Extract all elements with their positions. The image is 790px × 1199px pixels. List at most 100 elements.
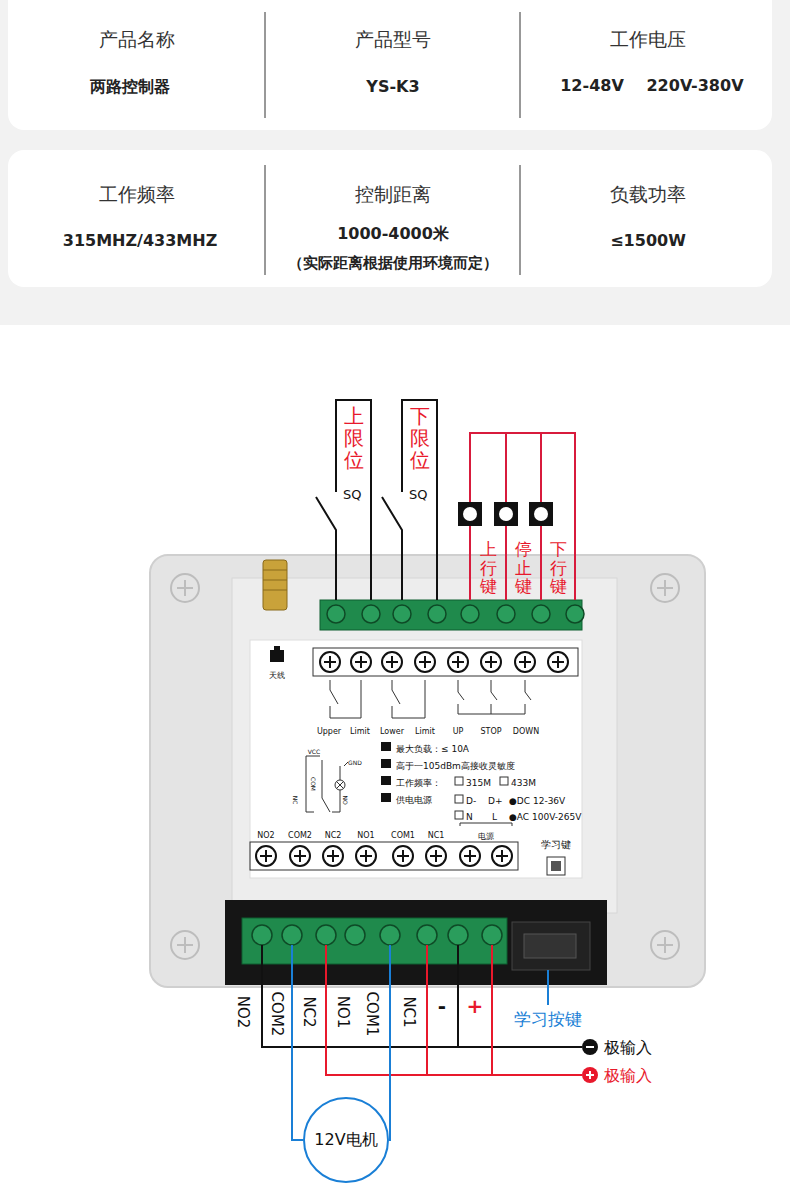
label-sheet-part (306, 756, 348, 812)
spec-note: 高于一105dBm高接收灵敏度 (396, 761, 515, 771)
label-sheet-part (260, 850, 508, 862)
pin-name: NC (291, 796, 298, 805)
bottom-terminal-block-part (524, 934, 576, 958)
pin-name: L (492, 812, 497, 822)
controller-housing-part (232, 578, 617, 913)
label-sheet (250, 640, 582, 878)
table-header-holder: 控制距离 (355, 184, 431, 206)
label-sheet-part (270, 646, 284, 662)
spec-note-holder: 315M (466, 772, 491, 790)
spec-panels-part (8, 150, 772, 287)
spec-note-holder: 工作频率： (396, 772, 441, 790)
table-cell: 两路控制器 (90, 78, 170, 96)
button-wires-part (470, 433, 575, 600)
label-sheet-part (313, 648, 578, 676)
top-terminal-block (320, 600, 584, 630)
button-label-holder: 学习按键 (514, 1010, 582, 1030)
motor-circle: 12V电机 (303, 1097, 389, 1183)
limit-label: 上限位 (344, 405, 364, 471)
spec-panels-part (265, 165, 266, 275)
pin-name-holder: NC (289, 796, 307, 805)
pin-name: D+ (488, 796, 502, 806)
label-sheet-part (250, 842, 518, 870)
label-sheet-part-part (381, 793, 391, 802)
controller-housing-part-part (664, 580, 666, 596)
antenna-label-holder: 天线 (269, 664, 285, 682)
top-terminal-block-part-part (461, 605, 479, 623)
antenna-connector-part (263, 560, 287, 610)
terminal-name-holder: NC2 (325, 824, 342, 842)
antenna-connector-part (263, 590, 287, 591)
spec-note-holder: 高于一105dBm高接收灵敏度 (396, 755, 515, 773)
label-sheet-part (455, 777, 508, 819)
table-cell-holder: 315MHZ/433MHZ (63, 232, 217, 250)
table-header: 产品型号 (355, 29, 431, 51)
polarity-sign-holder: + (467, 995, 484, 1018)
table-cell-holder: YS-K3 (366, 78, 419, 96)
spec-note-holder: ●AC 100V-265V (509, 806, 581, 824)
controller-housing-part-part (651, 574, 679, 602)
wire-label-holder: COM2 (268, 992, 286, 1037)
spec-note: 最大负载：≤ 10A (396, 744, 469, 754)
label-sheet-part (320, 652, 568, 672)
wire-label-holder: NO1 (334, 996, 352, 1029)
table-cell: 315MHZ/433MHZ (63, 232, 217, 250)
controller-housing-part-part (184, 937, 186, 953)
pin-name-holder: D+ (488, 790, 502, 808)
pin-name-holder: COM (307, 777, 325, 791)
table-cell-holder: 12-48V (560, 77, 624, 95)
bottom-terminal-block-part-part (380, 925, 400, 945)
button-label: 学习按键 (514, 1010, 582, 1030)
input-label: 极输入 (604, 1039, 652, 1057)
wire-label: NC2 (300, 996, 317, 1027)
terminal-name-holder: 电源 (478, 825, 494, 843)
terminal-name: STOP (480, 727, 501, 736)
terminal-name: COM2 (288, 831, 312, 840)
input-label: 极输入 (604, 1067, 652, 1085)
switch-name: SQ (343, 488, 361, 503)
top-terminal-block-part (327, 605, 584, 623)
pin-name: VCC (308, 749, 320, 756)
pin-name-holder: GND (348, 751, 362, 769)
antenna-connector-part (263, 570, 287, 571)
terminal-name: NO2 (257, 831, 274, 840)
table-cell: YS-K3 (366, 78, 419, 96)
top-terminal-block-part-part (362, 605, 380, 623)
button-label: 下行键 (550, 540, 567, 596)
terminal-name: NO1 (357, 831, 374, 840)
wire-label-holder: COM1 (363, 992, 381, 1037)
table-header: 工作电压 (610, 29, 686, 51)
wire-label: NO1 (334, 996, 351, 1029)
polarity-sign-holder: - (438, 995, 446, 1018)
limit-switch-wires-part (316, 497, 336, 600)
wire-label-holder: NO2 (234, 996, 252, 1029)
controller-housing-part-part (184, 580, 186, 596)
controller-housing-part-part (171, 574, 199, 602)
top-terminal-block-part-part (327, 605, 345, 623)
label-sheet-part-part (381, 742, 391, 751)
button-label-holder: 下行键 (550, 540, 567, 596)
spec-note-holder: 最大负载：≤ 10A (396, 738, 469, 756)
button-label: 停止键 (515, 540, 532, 596)
label-sheet-part (330, 680, 531, 718)
polarity-sign: + (467, 995, 484, 1018)
table-cell: ≤1500W (610, 232, 686, 250)
terminal-name-holder: COM2 (288, 824, 312, 842)
pin-name-holder: VCC (308, 740, 320, 758)
button-wires-part (463, 507, 477, 521)
terminal-name: COM1 (391, 831, 415, 840)
label-sheet-part-part (500, 777, 508, 785)
terminal-name: Lower (380, 727, 404, 736)
table-cell-holder: ≤1500W (610, 232, 686, 250)
controller-housing-part-part (664, 937, 666, 953)
switch-name-holder: SQ (409, 485, 427, 503)
bottom-terminal-block-part-part (482, 925, 502, 945)
terminal-name-holder: Lower (380, 720, 404, 738)
wire-label: COM1 (363, 992, 380, 1037)
polarity-icons-part (586, 1046, 594, 1048)
terminal-name-holder: Limit (415, 720, 435, 738)
controller-housing-part (150, 555, 705, 987)
pin-name-holder: D- (466, 790, 476, 808)
power-wires-part (262, 945, 582, 1047)
spec-panels (0, 0, 790, 325)
